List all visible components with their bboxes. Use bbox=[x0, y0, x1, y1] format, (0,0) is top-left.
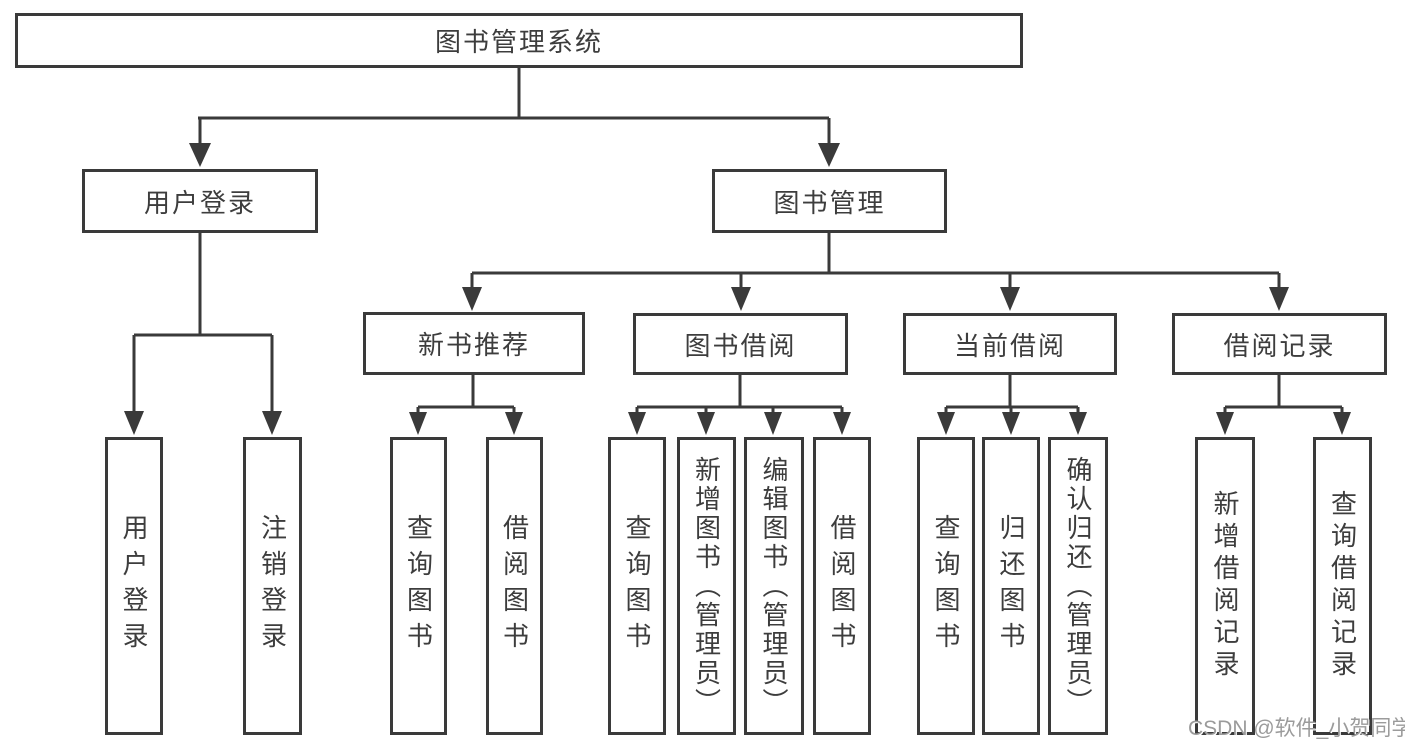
connector-book-management-children bbox=[470, 233, 1281, 294]
node-book-borrowing: 图书借阅 bbox=[633, 313, 848, 375]
node-new-book-recommend: 新书推荐 bbox=[363, 312, 585, 375]
leaf-query-book-2: 查询图书 bbox=[608, 437, 666, 735]
arrowheads bbox=[124, 143, 1351, 435]
connector-borrowing-records-children bbox=[1223, 375, 1344, 418]
node-borrowing-records: 借阅记录 bbox=[1172, 313, 1387, 375]
leaf-query-book-1: 查询图书 bbox=[390, 437, 447, 735]
leaf-user-login: 用户登录 bbox=[105, 437, 163, 735]
leaf-logout: 注销登录 bbox=[243, 437, 302, 735]
connector-new-book-recommend-children bbox=[416, 375, 516, 418]
leaf-query-borrow-record: 查询借阅记录 bbox=[1313, 437, 1372, 735]
connector-user-login-children bbox=[132, 233, 274, 418]
node-root: 图书管理系统 bbox=[15, 13, 1023, 68]
leaf-add-book-admin: 新增图书（管理员） bbox=[677, 437, 736, 735]
leaf-confirm-return-admin: 确认归还（管理员） bbox=[1048, 437, 1108, 735]
leaf-return-book: 归还图书 bbox=[982, 437, 1040, 735]
connector-current-borrowing-children bbox=[944, 375, 1080, 418]
watermark: CSDN @软件_小贺同学 bbox=[1188, 717, 1405, 740]
connector-book-borrowing-children bbox=[635, 375, 844, 418]
connector-root-to-level2 bbox=[198, 68, 831, 150]
node-user-login: 用户登录 bbox=[82, 169, 318, 233]
node-current-borrowing: 当前借阅 bbox=[903, 313, 1117, 375]
leaf-borrow-book-2: 借阅图书 bbox=[813, 437, 871, 735]
leaf-borrow-book-1: 借阅图书 bbox=[486, 437, 543, 735]
leaf-edit-book-admin: 编辑图书（管理员） bbox=[744, 437, 804, 735]
leaf-add-borrow-record: 新增借阅记录 bbox=[1195, 437, 1255, 735]
leaf-query-book-3: 查询图书 bbox=[917, 437, 975, 735]
node-book-management: 图书管理 bbox=[712, 169, 947, 233]
